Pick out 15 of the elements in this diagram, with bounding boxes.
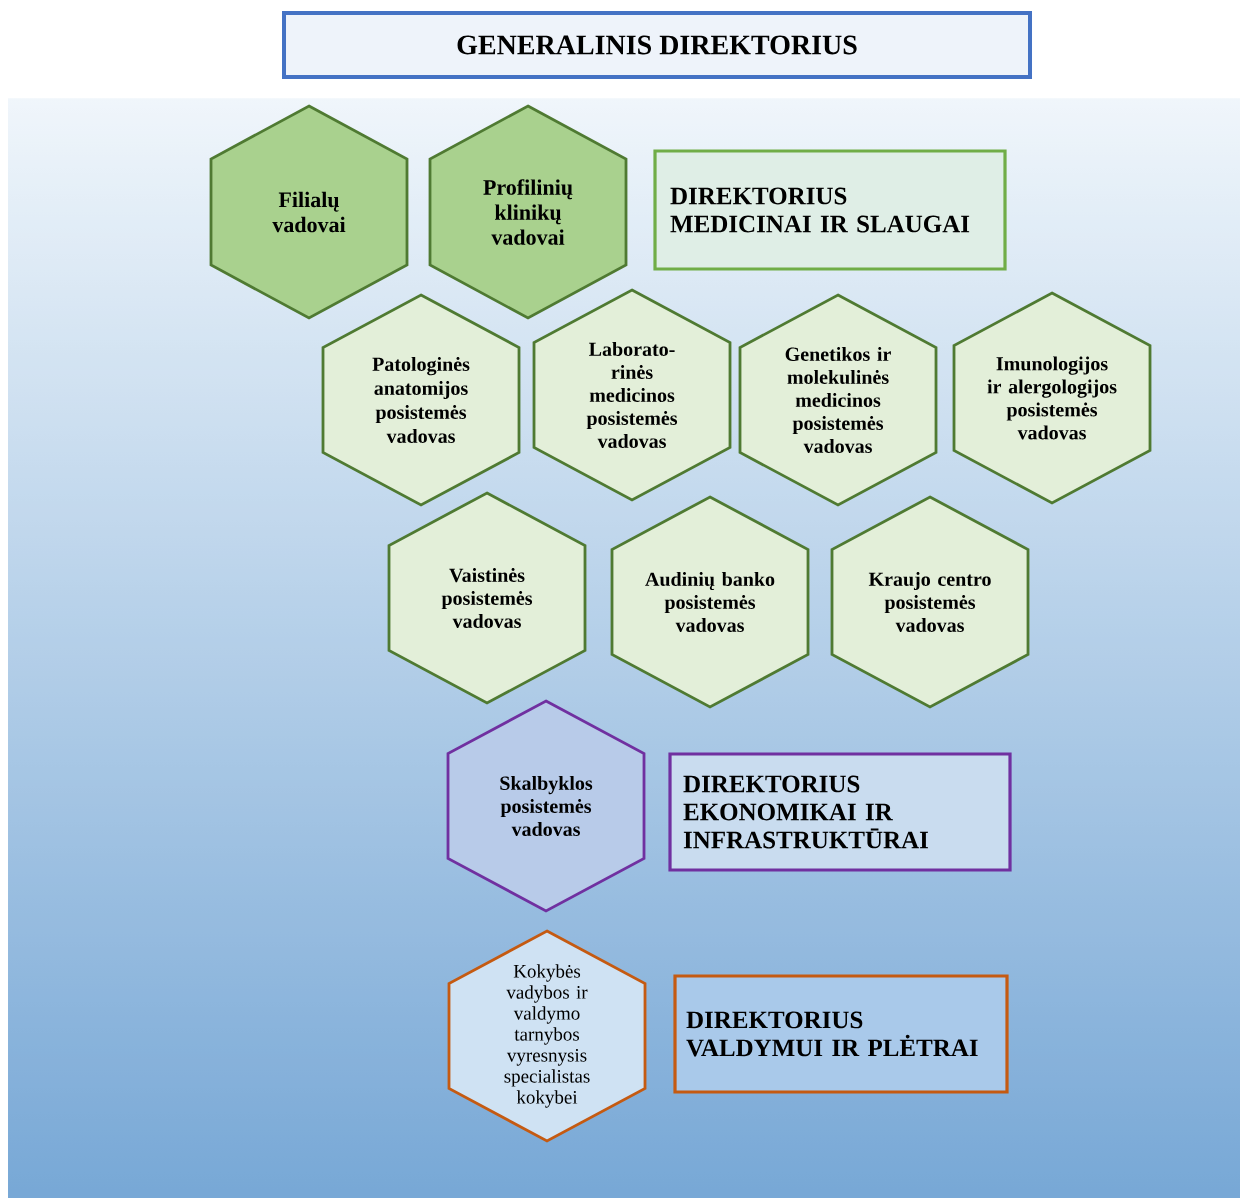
hexagon: Vaistinės posistemės vadovas	[387, 491, 587, 705]
hexagon: Kokybės vadybos ir valdymo tarnybos vyresnysis specialistas kokybei	[447, 929, 647, 1143]
hexagon: Genetikos ir molekulinės medicinos posistemės vadovas	[738, 293, 938, 507]
director-box: DIREKTORIUS EKONOMIKAI IR INFRASTRUKTŪRAI	[668, 752, 1012, 872]
hexagon: Profilinių klinikų vadovai	[428, 104, 628, 320]
title-box: GENERALINIS DIREKTORIUS	[282, 11, 1032, 79]
hexagon: Skalbyklos posistemės vadovas	[446, 699, 646, 913]
hexagon: Laborato-rinės medicinos posistemės vadovas	[532, 288, 732, 502]
hexagon: Filialų vadovai	[209, 104, 409, 320]
director-box: DIREKTORIUS MEDICINAI IR SLAUGAI	[653, 149, 1007, 271]
hexagon: Kraujo centro posistemės vadovas	[830, 495, 1030, 709]
hexagon: Imunologijos ir alergologijos posistemės vadovas	[952, 291, 1152, 505]
hexagon: Patologinės anatomijos posistemės vadovas	[321, 293, 521, 507]
hexagon: Audinių banko posistemės vadovas	[610, 495, 810, 709]
director-box: DIREKTORIUS VALDYMUI IR PLĖTRAI	[673, 974, 1009, 1094]
